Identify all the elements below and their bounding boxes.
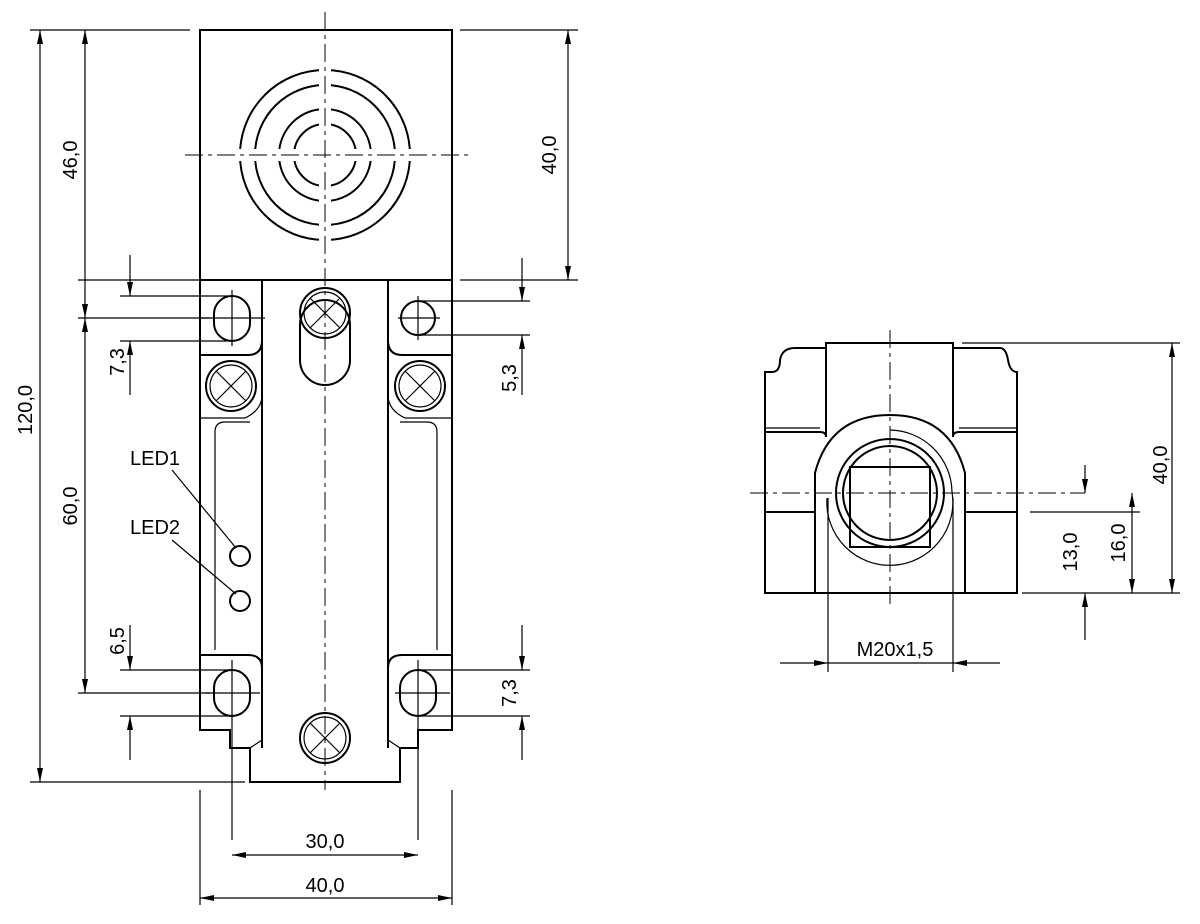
thread-label: M20x1,5: [857, 639, 934, 661]
screw-icon: [299, 287, 351, 339]
cable-slot: [299, 299, 351, 386]
dim-hole-width: 30,0: [306, 831, 345, 853]
dim-center-16: 16,0: [1108, 524, 1130, 563]
sensing-face: [185, 12, 470, 790]
dim-head-height: 40,0: [539, 136, 561, 175]
dim-slot-bottom: 6,5: [107, 627, 129, 655]
dim-hole-right-top: 5,3: [499, 364, 521, 392]
led1-indicator: [229, 545, 251, 567]
led2-indicator: [229, 590, 251, 612]
screw-icon: [299, 712, 351, 764]
dim-total-height: 120,0: [15, 385, 37, 435]
screw-icon: [205, 360, 257, 412]
led2-label: LED2: [130, 517, 180, 539]
dim-center-13: 13,0: [1060, 533, 1082, 572]
led1-label: LED1: [130, 448, 180, 470]
screw-icon: [394, 360, 446, 412]
dim-slot-top: 7,3: [107, 348, 129, 376]
dim-side-height: 40,0: [1150, 446, 1172, 485]
dim-hole-spacing: 60,0: [60, 487, 82, 526]
dim-head-offset: 46,0: [60, 141, 82, 180]
dim-total-width: 40,0: [306, 875, 345, 897]
side-view: M20x1,5 40,0 13,0 16,0: [750, 330, 1180, 672]
dim-hole-right-bottom: 7,3: [499, 679, 521, 707]
front-view: 120,0 46,0 60,0 7,3 6,5 40,0 5,3 7,3 30,…: [15, 12, 578, 905]
